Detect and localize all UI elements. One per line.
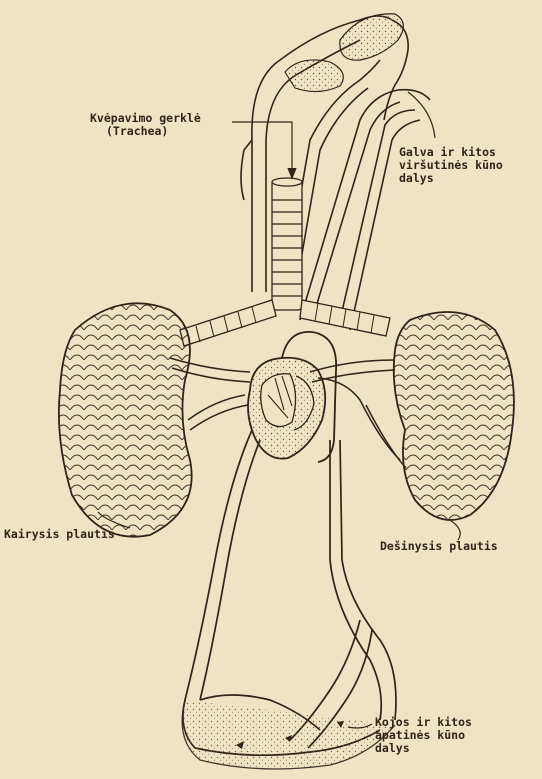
legs-label: Kojos ir kitos apatinės kūno dalys: [375, 716, 472, 755]
lower-vessel-loop: [182, 700, 395, 769]
head-label-line-3: dalys: [399, 172, 503, 185]
right-lung-label: Dešinysis plautis: [380, 540, 498, 553]
legs-label-line-3: dalys: [375, 742, 472, 755]
left-lung: [59, 303, 192, 536]
head-vessel-bulb: [285, 60, 343, 92]
trachea: [272, 178, 302, 310]
right-lung: [394, 312, 514, 520]
head-label: Galva ir kitos viršutinės kūno dalys: [399, 146, 503, 185]
left-lung-label: Kairysis plautis: [4, 528, 115, 541]
head-vessel-cap: [340, 14, 404, 60]
heart: [248, 358, 325, 459]
trachea-label: Kvėpavimo gerklė (Trachea): [90, 112, 201, 138]
trachea-label-line-2: (Trachea): [90, 125, 201, 138]
